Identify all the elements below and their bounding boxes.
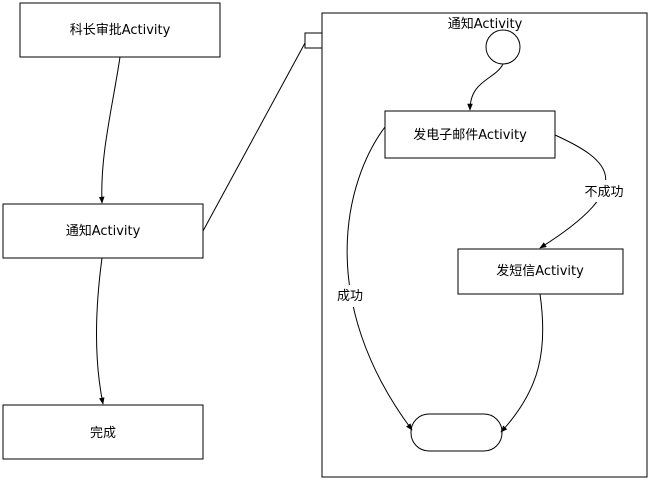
- edge-approval-to-notify: [98, 56, 121, 204]
- edge-sms-to-end: [500, 293, 544, 433]
- edge-email-to-end: [346, 126, 413, 431]
- node-send-sms: [457, 248, 624, 295]
- node-send-email: [384, 110, 556, 159]
- expansion-handle: [304, 32, 323, 49]
- edge-email-to-sms: [539, 134, 607, 249]
- node-complete: [2, 404, 204, 460]
- edge-start-to-email: [467, 63, 504, 111]
- node-notify: [2, 203, 204, 259]
- end-node: [410, 413, 503, 452]
- node-send-email-label: 发电子邮件Activity: [413, 127, 527, 143]
- subprocess-title: 通知Activity: [448, 16, 523, 32]
- edge-success-label-bg: [331, 285, 369, 307]
- edge-notify-to-complete: [96, 257, 105, 405]
- edge-fail-label-bg: [578, 180, 628, 202]
- node-send-sms-label: 发短信Activity: [496, 263, 584, 279]
- node-section-chief-approval-label: 科长审批Activity: [70, 23, 171, 38]
- edge-success-label: 成功: [337, 289, 363, 304]
- node-complete-label: 完成: [90, 426, 116, 441]
- start-node: [485, 29, 521, 65]
- edge-fail-label: 不成功: [584, 185, 623, 200]
- expansion-line-bottom: [202, 42, 306, 232]
- subprocess-frame: [321, 12, 648, 478]
- node-section-chief-approval: [19, 2, 221, 58]
- node-notify-label: 通知Activity: [66, 223, 141, 239]
